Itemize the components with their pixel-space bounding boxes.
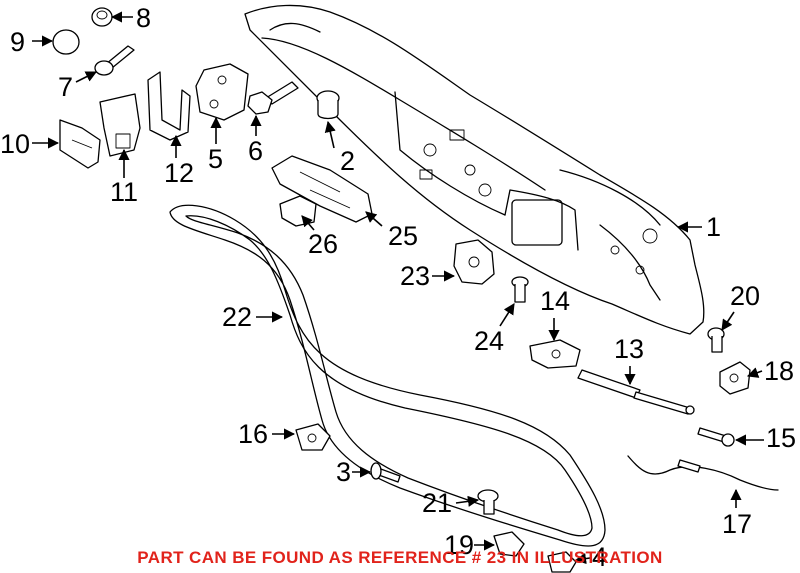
part-15-ball-stud [697, 427, 735, 447]
svg-text:15: 15 [766, 423, 796, 453]
svg-text:6: 6 [248, 136, 263, 166]
part-3-bolt [370, 462, 401, 483]
callout-4: 4 [574, 542, 607, 572]
part-24-pin [511, 276, 529, 303]
callout-1: 1 [676, 212, 721, 242]
part-1-liftgate [244, 4, 705, 335]
svg-text:8: 8 [136, 3, 151, 33]
part-11-latch-bracket [99, 93, 141, 157]
svg-text:5: 5 [208, 144, 223, 174]
callout-23: 23 [400, 261, 456, 291]
svg-text:12: 12 [164, 158, 194, 188]
part-13-support-strut [577, 369, 695, 415]
part-12-hinge-strap [147, 71, 191, 141]
callout-2: 2 [324, 120, 355, 176]
callout-7: 7 [58, 71, 98, 102]
reference-notice: PART CAN BE FOUND AS REFERENCE # 23 IN I… [137, 548, 662, 567]
callout-10: 10 [0, 129, 60, 159]
svg-text:16: 16 [238, 419, 268, 449]
callout-25: 25 [365, 211, 418, 251]
svg-text:14: 14 [540, 286, 570, 316]
svg-text:22: 22 [222, 302, 252, 332]
callout-8: 8 [110, 3, 151, 33]
part-8-plug [91, 7, 113, 27]
callout-19: 19 [444, 530, 496, 560]
part-9-grommet [52, 29, 80, 55]
svg-text:21: 21 [422, 488, 452, 518]
callout-21: 21 [422, 488, 480, 518]
part-6-bolt [247, 81, 299, 115]
part-23-latch [453, 239, 495, 285]
svg-text:2: 2 [340, 146, 355, 176]
callout-13: 13 [614, 334, 644, 386]
part-22-weatherstrip [169, 204, 606, 547]
svg-text:1: 1 [706, 212, 721, 242]
svg-text:11: 11 [110, 177, 138, 207]
callout-15: 15 [734, 423, 796, 453]
callout-6: 6 [248, 114, 263, 166]
part-19-clip [493, 531, 525, 557]
part-21-fastener [477, 489, 499, 515]
part-2-bumper [316, 90, 340, 120]
part-4-clip [547, 551, 577, 573]
part-14-striker-bracket [529, 339, 581, 369]
svg-text:20: 20 [730, 281, 760, 311]
callout-20: 20 [721, 281, 760, 331]
callout-3: 3 [336, 457, 372, 487]
svg-text:19: 19 [444, 530, 474, 560]
part-10-bracket [59, 119, 101, 169]
callout-26: 26 [301, 215, 338, 259]
svg-text:4: 4 [592, 542, 607, 572]
callout-14: 14 [540, 286, 570, 342]
callout-24: 24 [474, 303, 515, 356]
part-5-hinge [195, 63, 249, 121]
part-7-bolt [94, 45, 135, 76]
svg-text:17: 17 [722, 509, 752, 539]
svg-text:13: 13 [614, 334, 644, 364]
svg-text:23: 23 [400, 261, 430, 291]
part-17-release-cable [627, 455, 779, 491]
svg-text:7: 7 [58, 72, 73, 102]
callout-5: 5 [208, 116, 223, 174]
callout-12: 12 [164, 134, 194, 188]
callout-11: 11 [110, 148, 138, 207]
svg-text:25: 25 [388, 221, 418, 251]
part-16-bumper [295, 423, 331, 451]
svg-text:3: 3 [336, 457, 351, 487]
part-18-bracket [719, 361, 751, 395]
callout-16: 16 [238, 419, 296, 449]
svg-text:10: 10 [0, 129, 30, 159]
callout-18: 18 [746, 356, 794, 386]
callout-17: 17 [722, 488, 752, 539]
svg-text:26: 26 [308, 229, 338, 259]
callout-9: 9 [10, 27, 54, 57]
svg-text:24: 24 [474, 326, 504, 356]
svg-text:18: 18 [764, 356, 794, 386]
svg-text:9: 9 [10, 27, 25, 57]
callout-22: 22 [222, 302, 284, 332]
part-20-pin [707, 327, 725, 353]
